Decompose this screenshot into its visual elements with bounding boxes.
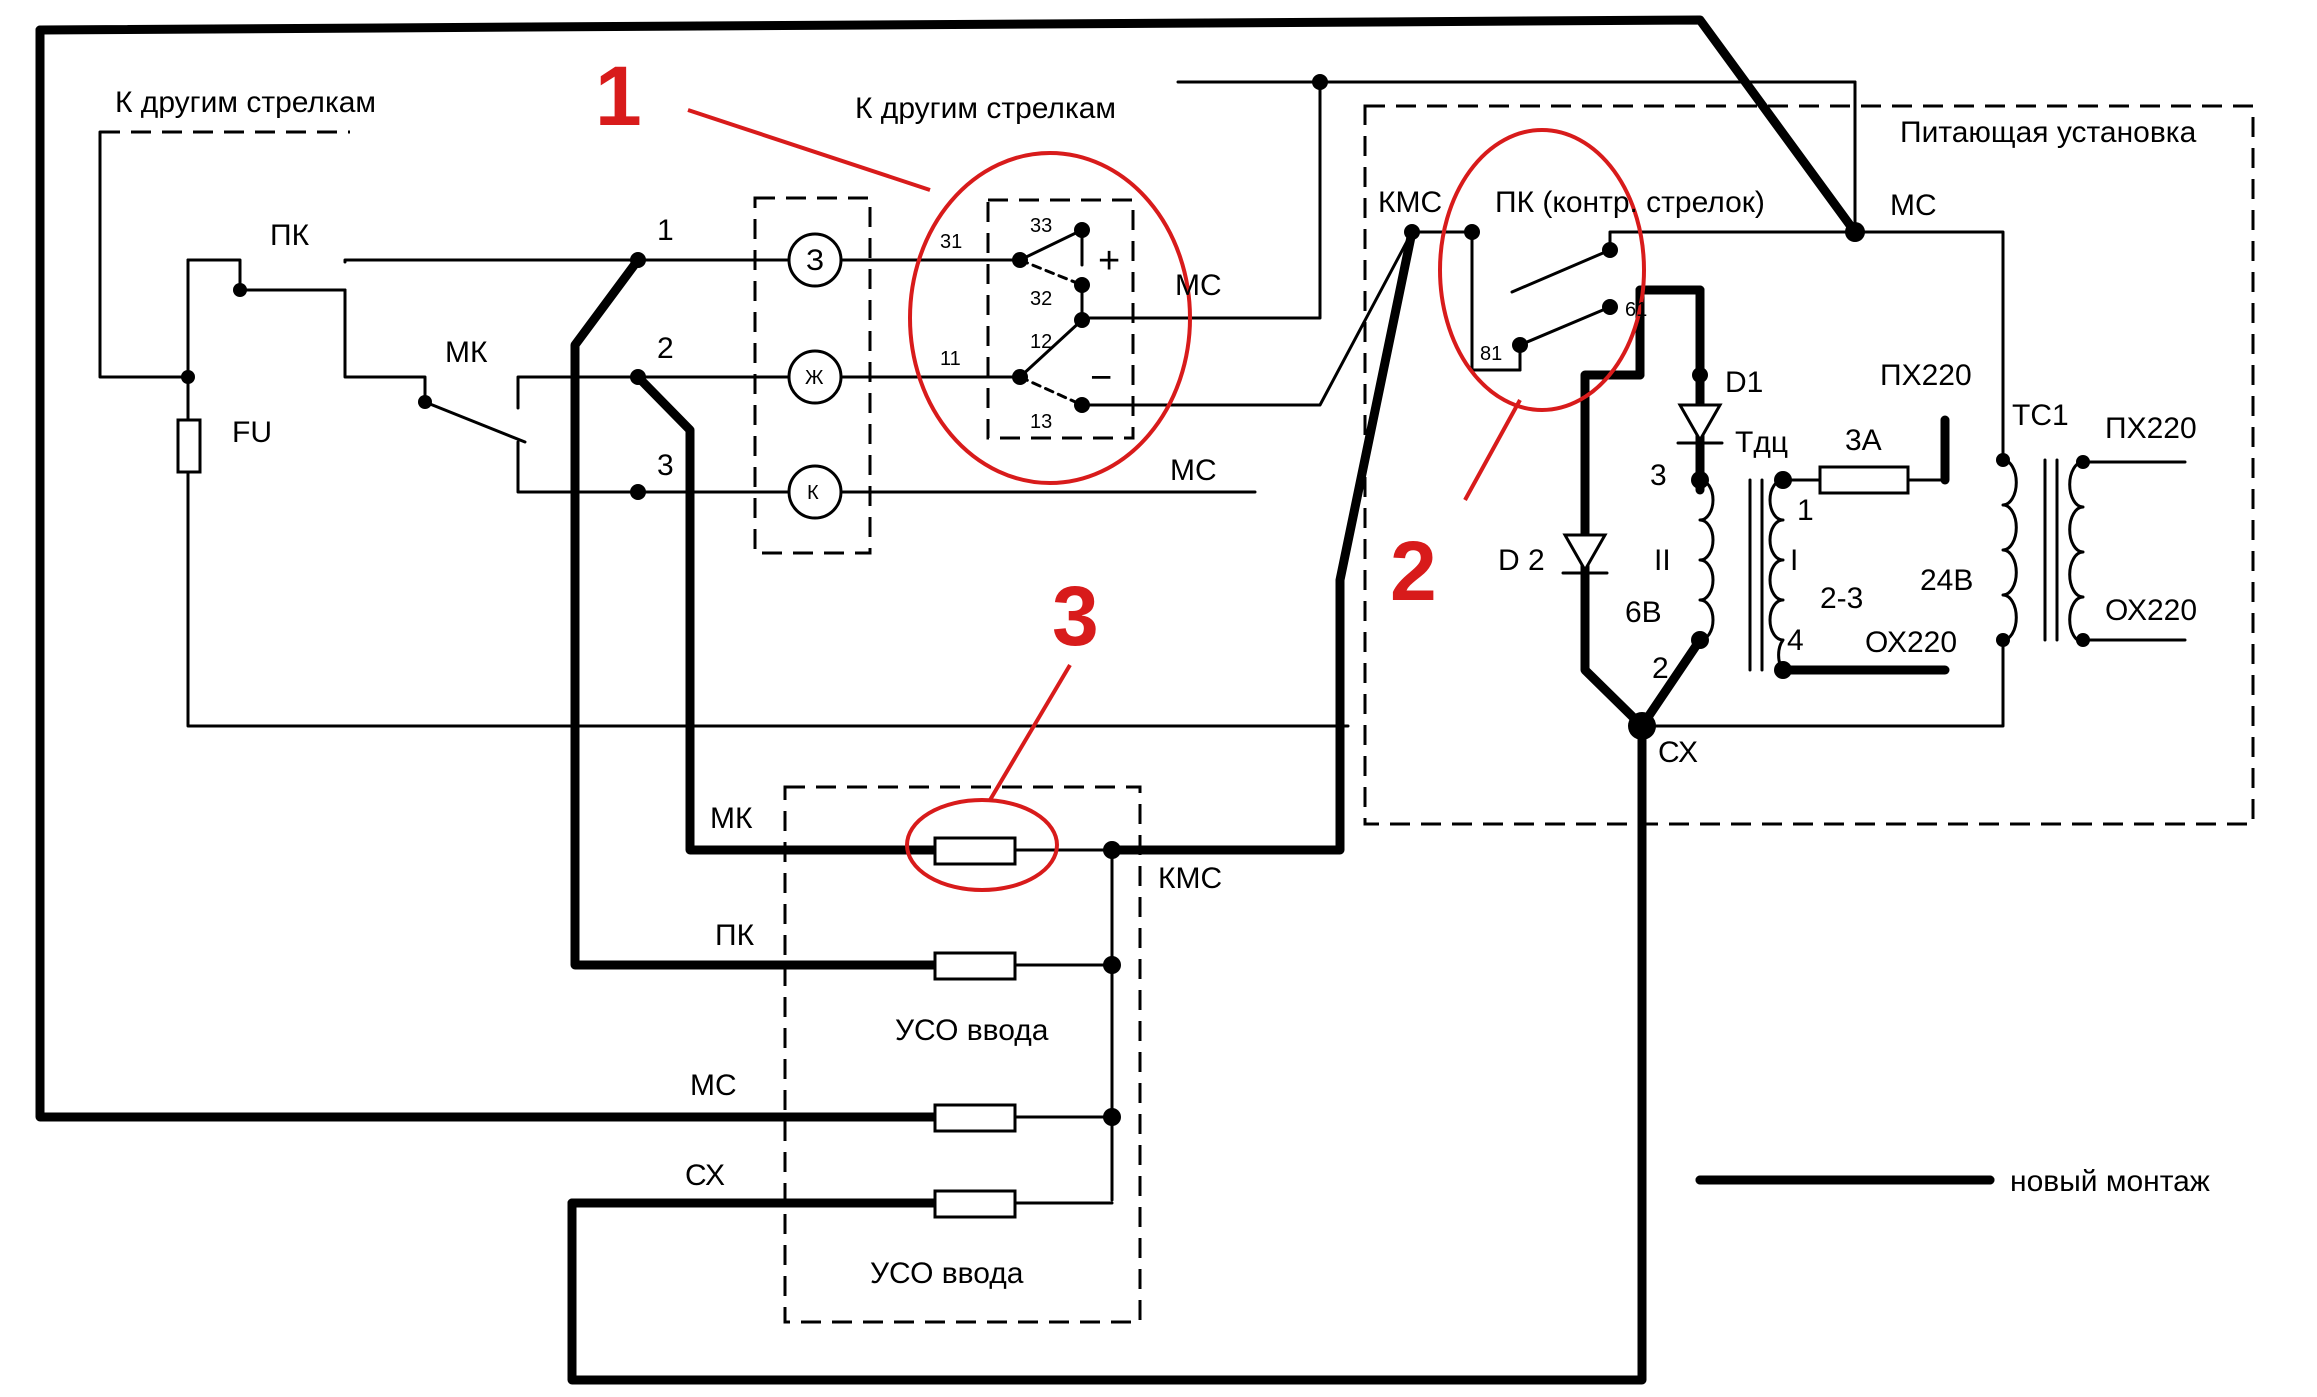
tc1-primary bbox=[2001, 458, 2018, 642]
red-callouts bbox=[687, 108, 1646, 892]
label-mc-k-line: МС bbox=[1170, 454, 1217, 487]
label-roman-1: I bbox=[1790, 544, 1798, 577]
label-d2: D 2 bbox=[1498, 544, 1545, 577]
label-kmc-top: КМС bbox=[1378, 186, 1442, 219]
callout-ellipse-1 bbox=[908, 151, 1192, 485]
label-contact-33: 33 bbox=[1030, 215, 1052, 237]
label-minus: − bbox=[1090, 357, 1112, 399]
fuse-3a bbox=[1818, 465, 1910, 495]
label-mc-power: МС bbox=[1890, 189, 1937, 222]
legend-label: новый монтаж bbox=[2010, 1165, 2210, 1198]
label-mk: МК bbox=[445, 336, 488, 369]
label-term-1: 1 bbox=[657, 214, 674, 247]
label-to-other-left: К другим стрелкам bbox=[115, 86, 376, 119]
label-tr-2: 2 bbox=[1652, 652, 1669, 685]
uso-resistor-mc bbox=[933, 1103, 1017, 1133]
label-term-3: 3 bbox=[657, 449, 674, 482]
uso-resistor-mk bbox=[933, 836, 1017, 866]
label-tdc: Тдц bbox=[1735, 426, 1788, 459]
tdc-winding-II bbox=[1698, 478, 1715, 642]
label-contact-12: 12 bbox=[1030, 331, 1052, 353]
label-pk: ПК bbox=[270, 219, 310, 252]
label-contact-11: 11 bbox=[940, 348, 961, 370]
lamp-k bbox=[787, 464, 843, 520]
label-contact-61: 61 bbox=[1625, 299, 1647, 321]
label-6v: 6В bbox=[1625, 596, 1662, 629]
label-plus: + bbox=[1098, 240, 1120, 282]
diode-d1 bbox=[1677, 403, 1723, 444]
label-bus-pk: ПК bbox=[715, 919, 755, 952]
label-bus-mk: МК bbox=[710, 802, 753, 835]
callout-number-2: 2 bbox=[1390, 524, 1437, 618]
label-fu: FU bbox=[232, 416, 272, 449]
label-mc-right: МС bbox=[1175, 269, 1222, 302]
uso-resistor-cx bbox=[933, 1189, 1017, 1219]
label-term-2: 2 bbox=[657, 332, 674, 365]
label-bus-cx: СХ bbox=[685, 1159, 725, 1192]
lamp-z bbox=[787, 232, 843, 288]
label-kmc-bus: КМС bbox=[1158, 862, 1222, 895]
label-bus-mc: МС bbox=[690, 1069, 737, 1102]
label-contact-81: 81 bbox=[1480, 343, 1502, 365]
thin-wires bbox=[98, 80, 2187, 1205]
label-cx: СХ bbox=[1658, 736, 1698, 769]
label-contact-31: 31 bbox=[940, 231, 962, 253]
fu-fuse bbox=[176, 418, 202, 474]
callout-number-3: 3 bbox=[1052, 569, 1099, 663]
label-pk-control: ПК (контр. стрелок) bbox=[1495, 186, 1765, 219]
label-roman-2: II bbox=[1654, 544, 1671, 577]
label-power-unit: Питающая установка bbox=[1900, 116, 2197, 149]
label-d1: D1 bbox=[1725, 366, 1763, 399]
tdc-winding-I bbox=[1768, 478, 1785, 672]
uso-resistor-pk bbox=[933, 951, 1017, 981]
thick-wires bbox=[35, 15, 1995, 1385]
label-uso-1: УСО ввода bbox=[895, 1014, 1049, 1047]
label-px220-a: ПХ220 bbox=[1880, 359, 1972, 392]
callout-ellipse-3 bbox=[905, 798, 1059, 892]
text-labels: К другим стрелкам К другим стрелкам ПК М… bbox=[115, 49, 2210, 1290]
label-tr-1: 1 bbox=[1797, 494, 1814, 527]
label-px220-b: ПХ220 bbox=[2105, 412, 2197, 445]
label-ox220-a: ОХ220 bbox=[1865, 626, 1957, 659]
label-24v: 24В bbox=[1920, 564, 1973, 597]
label-lamp-k: К bbox=[807, 482, 819, 504]
label-uso-2: УСО ввода bbox=[870, 1257, 1024, 1290]
label-contact-13: 13 bbox=[1030, 411, 1052, 433]
label-2-3: 2-3 bbox=[1820, 582, 1863, 615]
tc1-secondary bbox=[2068, 460, 2085, 644]
diode-d2 bbox=[1562, 533, 1608, 574]
label-lamp-z: З bbox=[806, 244, 824, 277]
label-fuse-3a: 3А bbox=[1845, 424, 1882, 457]
components bbox=[176, 232, 2085, 1219]
label-tr-4: 4 bbox=[1787, 624, 1804, 657]
callout-number-1: 1 bbox=[595, 49, 642, 143]
label-lamp-zh: Ж bbox=[805, 367, 824, 389]
label-tc1: ТС1 bbox=[2012, 399, 2069, 432]
label-to-other-top: К другим стрелкам bbox=[855, 92, 1116, 125]
callout-ellipse-2 bbox=[1438, 128, 1646, 412]
label-tr-3: 3 bbox=[1650, 459, 1667, 492]
label-ox220-b: ОХ220 bbox=[2105, 594, 2197, 627]
junction-dots bbox=[181, 74, 2090, 1126]
lamp-zh bbox=[787, 349, 843, 405]
uso-input-box bbox=[783, 785, 1142, 1324]
label-contact-32: 32 bbox=[1030, 288, 1052, 310]
